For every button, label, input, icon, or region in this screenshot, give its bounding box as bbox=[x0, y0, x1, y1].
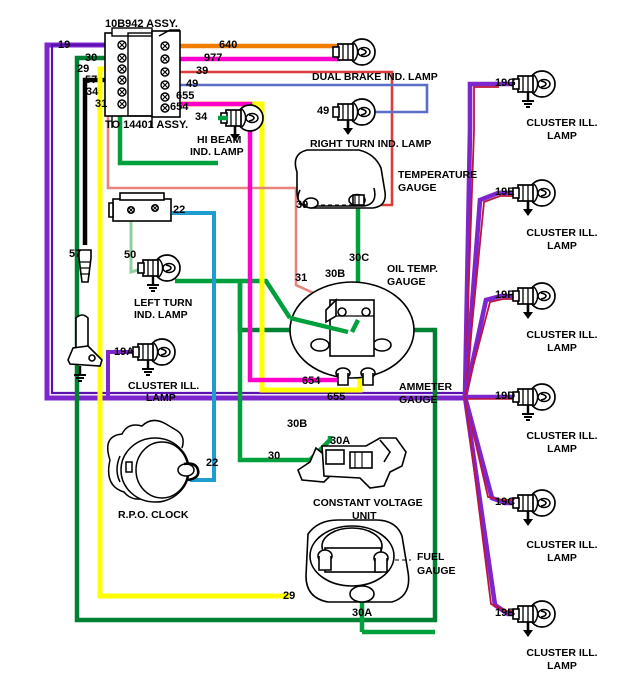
left-turn-caption-2: IND. LAMP bbox=[134, 309, 188, 321]
left-turn-caption-1: LEFT TURN bbox=[134, 297, 193, 309]
oil-temp-caption-1: OIL TEMP. bbox=[387, 263, 438, 275]
cluster-19f-caption-2: LAMP bbox=[547, 342, 577, 354]
cvu-caption-2: UNIT bbox=[352, 510, 377, 522]
oil-temp-caption-2: GAUGE bbox=[387, 276, 426, 288]
rpo-clock-caption: R.P.O. CLOCK bbox=[118, 509, 189, 521]
dual-brake-caption: DUAL BRAKE IND. LAMP bbox=[312, 71, 438, 83]
fuel-gauge-caption-2: GAUGE bbox=[417, 565, 456, 577]
wire-label-57: 57 bbox=[85, 74, 98, 86]
cyan-22-circuit bbox=[172, 211, 216, 482]
wire-label-30b: 30B bbox=[325, 268, 346, 280]
temp-gauge-caption-2: GAUGE bbox=[398, 182, 437, 194]
wire-label-655: 655 bbox=[176, 90, 195, 102]
wire-label-654-ammeter: 654 bbox=[302, 375, 321, 387]
left-turn-ind-lamp[interactable] bbox=[137, 254, 181, 293]
cluster-ill-lamp-19e[interactable] bbox=[512, 179, 556, 218]
ground-lug-57 bbox=[67, 314, 103, 383]
wire-label-19g: 19G bbox=[495, 77, 516, 89]
cluster-19d-caption-1: CLUSTER ILL. bbox=[526, 430, 598, 442]
wire-30c-tail bbox=[349, 318, 361, 334]
cluster-ill-lamp-19a[interactable] bbox=[132, 338, 176, 377]
wire-label-34: 34 bbox=[86, 86, 99, 98]
wire-label-19d: 19D bbox=[495, 390, 516, 402]
wire-label-34-hibeam: 34 bbox=[195, 111, 208, 123]
cluster-19e-caption-2: LAMP bbox=[547, 240, 577, 252]
wire-label-31: 31 bbox=[95, 98, 108, 110]
cvu-caption-1: CONSTANT VOLTAGE bbox=[313, 497, 423, 509]
wire-label-19a: 19A bbox=[114, 346, 135, 358]
wire-label-30a-cvu: 30A bbox=[330, 435, 351, 447]
clock-connector[interactable] bbox=[108, 192, 172, 222]
connector-title: 10B942 ASSY. bbox=[105, 18, 178, 30]
wire-label-19c: 19C bbox=[495, 496, 516, 508]
constant-voltage-unit[interactable] bbox=[297, 437, 407, 489]
connector-subtitle: TO 14401 ASSY. bbox=[105, 119, 189, 131]
wire-label-39: 39 bbox=[196, 65, 209, 77]
cluster-ill-lamp-19d[interactable] bbox=[512, 383, 556, 422]
hi-beam-ind-lamp[interactable] bbox=[218, 104, 264, 143]
wire-label-30c: 30C bbox=[349, 252, 370, 264]
ammeter-caption-1: AMMETER bbox=[399, 381, 453, 393]
wire-label-19f: 19F bbox=[495, 289, 514, 301]
cluster-19a-caption-2: LAMP bbox=[146, 392, 176, 404]
wire-label-654: 654 bbox=[170, 101, 189, 113]
wire-label-49: 49 bbox=[186, 78, 199, 90]
cluster-19c-caption-2: LAMP bbox=[547, 552, 577, 564]
cluster-19a-caption-1: CLUSTER ILL. bbox=[128, 380, 200, 392]
blue-49-circuit bbox=[176, 83, 429, 114]
wire-30b-tail bbox=[289, 315, 349, 335]
ammeter-caption-2: GAUGE bbox=[399, 394, 438, 406]
cluster-ill-lamp-19c[interactable] bbox=[512, 489, 556, 528]
cluster-19g-caption-1: CLUSTER ILL. bbox=[526, 117, 598, 129]
temp-gauge-caption-1: TEMPERATURE bbox=[398, 169, 478, 181]
wire-label-29: 29 bbox=[77, 63, 90, 75]
wire-label-640: 640 bbox=[219, 39, 238, 51]
cluster-ill-lamp-19g[interactable] bbox=[512, 70, 556, 109]
cluster-ill-lamp-19b[interactable] bbox=[512, 600, 556, 639]
temperature-gauge[interactable] bbox=[294, 149, 387, 209]
magenta-circuits bbox=[176, 56, 348, 383]
cluster-19d-caption-2: LAMP bbox=[547, 443, 577, 455]
ground-terminal-57 bbox=[78, 249, 92, 283]
ammeter-oil-temp-gauge[interactable] bbox=[289, 281, 415, 386]
hi-beam-caption-2: IND. LAMP bbox=[190, 146, 244, 158]
wire-label-19e: 19E bbox=[495, 186, 515, 198]
wire-label-30: 30 bbox=[85, 52, 98, 64]
wire-label-22-conn: 22 bbox=[173, 204, 186, 216]
hi-beam-caption-1: HI BEAM bbox=[197, 134, 242, 146]
fuel-gauge[interactable] bbox=[305, 519, 411, 603]
wire-label-49-rightturn: 49 bbox=[317, 105, 330, 117]
rpo-clock[interactable] bbox=[107, 419, 200, 503]
fuel-gauge-caption-1: FUEL bbox=[417, 551, 445, 563]
wire-label-50: 50 bbox=[124, 249, 137, 261]
wire-label-19: 19 bbox=[58, 39, 71, 51]
wire-label-30b-cvu: 30B bbox=[287, 418, 308, 430]
wire-label-29-fuel: 29 bbox=[283, 590, 296, 602]
cluster-19g-caption-2: LAMP bbox=[547, 130, 577, 142]
cluster-19e-caption-1: CLUSTER ILL. bbox=[526, 227, 598, 239]
cluster-ill-lamp-19f[interactable] bbox=[512, 282, 556, 321]
cluster-19b-caption-1: CLUSTER ILL. bbox=[526, 647, 598, 659]
wire-label-30-cvu: 30 bbox=[268, 450, 281, 462]
connector-block[interactable] bbox=[104, 27, 181, 128]
wire-label-39-temp: 39 bbox=[296, 199, 309, 211]
wire-label-22-clock: 22 bbox=[206, 457, 219, 469]
cluster-19f-caption-1: CLUSTER ILL. bbox=[526, 329, 598, 341]
wire-label-655-ammeter: 655 bbox=[327, 391, 346, 403]
right-turn-caption: RIGHT TURN IND. LAMP bbox=[310, 138, 432, 150]
cluster-19b-caption-2: LAMP bbox=[547, 660, 577, 672]
wire-label-31-ammeter: 31 bbox=[295, 272, 308, 284]
wire-label-977: 977 bbox=[204, 52, 223, 64]
wire-label-30a-fuel: 30A bbox=[352, 607, 373, 619]
cluster-19c-caption-1: CLUSTER ILL. bbox=[526, 539, 598, 551]
wire-label-19b: 19B bbox=[495, 607, 516, 619]
right-turn-ind-lamp[interactable] bbox=[332, 98, 376, 137]
wire-label-57-gnd: 57 bbox=[69, 248, 82, 260]
